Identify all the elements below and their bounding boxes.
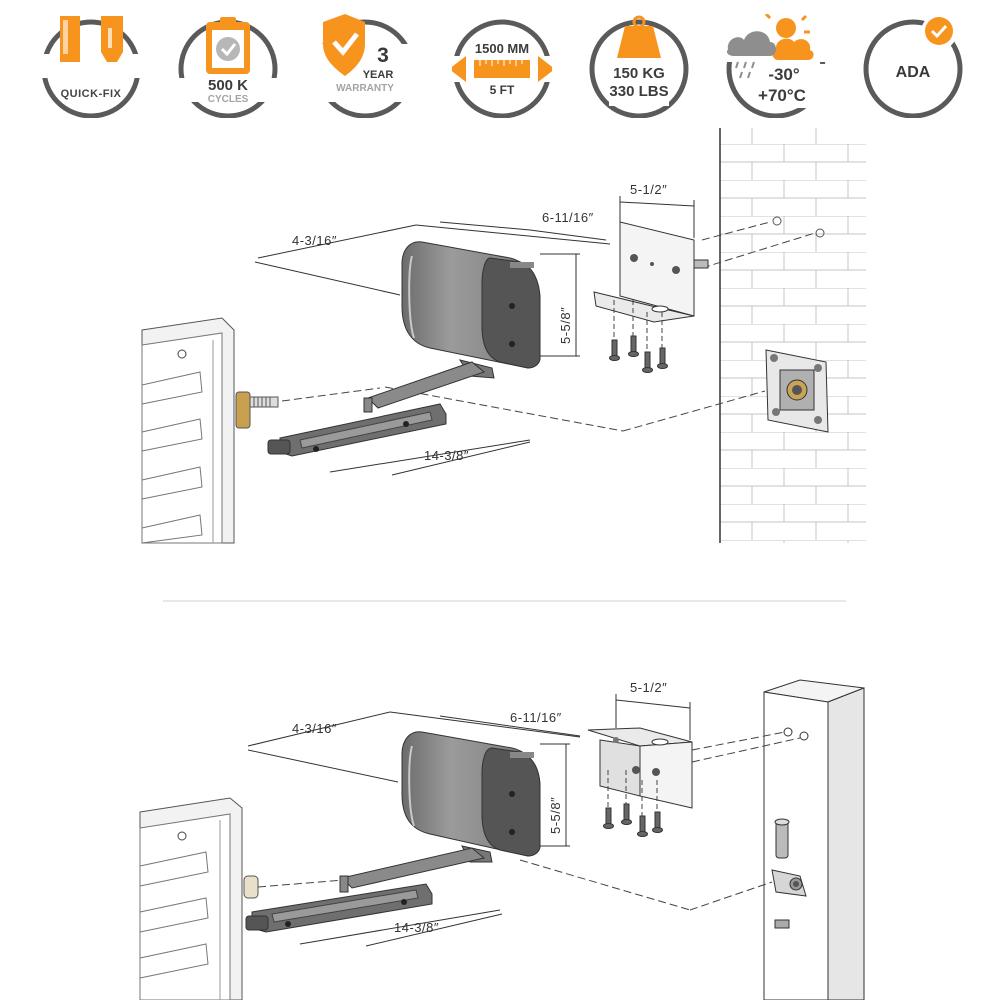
badge-temperature: -30° +70°C: [726, 14, 826, 118]
cycles-value: 500 K: [207, 77, 249, 94]
dim-arm-top: 14-3/8″: [424, 448, 469, 463]
mounting-bracket-bottom: [587, 727, 693, 809]
dim-depth-bottom: 6-11/16″: [510, 710, 562, 725]
dim-bracket-top: 5-1/2″: [630, 182, 667, 197]
warranty-year-word: YEAR: [362, 69, 394, 81]
dim-depth-top: 6-11/16″: [542, 210, 594, 225]
badge-warranty: 3 YEAR WARRANTY: [315, 14, 415, 118]
warranty-shield-icon: [315, 14, 415, 118]
hinge-bolt-icon: [235, 391, 251, 429]
warranty-years: 3: [377, 44, 389, 67]
quick-fix-label: QUICK-FIX: [60, 88, 122, 100]
dim-height-bottom: 5-5/8″: [548, 797, 563, 834]
cycles-icon: [178, 17, 278, 118]
badge-quick-fix: QUICK-FIX: [41, 14, 141, 118]
operator-arm: [267, 359, 495, 457]
dim-width-top: 4-3/16″: [292, 233, 337, 248]
weight-lbs: 330 LBS: [609, 83, 669, 100]
diagram-wall-mount: 4-3/16″ 6-11/16″ 5-5/8″ 5-1/2″ 14-3/8″: [141, 128, 866, 544]
ada-label: ADA: [895, 64, 931, 81]
operator-body-bottom: [401, 731, 541, 857]
cycles-label: CYCLES: [207, 94, 249, 105]
warranty-label: WARRANTY: [336, 83, 394, 94]
gate-leaf-bottom: [139, 797, 243, 1000]
gate-leaf: [141, 317, 235, 544]
ada-check-icon: [863, 14, 963, 118]
post-bracket-hardware: [771, 818, 807, 929]
dim-height-top: 5-5/8″: [558, 307, 573, 344]
diagram-post-mount: 4-3/16″ 6-11/16″ 5-5/8″ 5-1/2″ 14-3/8″: [139, 679, 865, 1000]
dim-bracket-bottom: 5-1/2″: [630, 680, 667, 695]
badge-weight: 150 KG 330 LBS: [589, 14, 689, 118]
bracket-screws: [609, 335, 668, 373]
badge-length: 1500 MM 5 FT: [452, 14, 552, 118]
brick-wall: [720, 128, 866, 543]
weather-icon: [726, 14, 826, 118]
wall-plate: [765, 349, 829, 433]
dim-width-bottom: 4-3/16″: [292, 721, 337, 736]
badge-cycles: 500 K CYCLES: [178, 14, 278, 118]
feature-badges: QUICK-FIX 500 K CYCLES 3 YEAR WARRANTY: [0, 0, 1000, 130]
length-metric: 1500 MM: [474, 41, 530, 56]
hinge-bolt-icon: [243, 875, 259, 899]
operator-arm-bottom: [245, 845, 493, 933]
mounting-bracket: [593, 221, 709, 323]
length-imperial: 5 FT: [489, 83, 515, 97]
quick-fix-icon: [41, 16, 141, 118]
bracket-screws-bottom: [603, 803, 663, 837]
temp-max: +70°C: [758, 86, 806, 105]
badge-ada: ADA: [863, 14, 963, 118]
weight-kg: 150 KG: [613, 65, 665, 82]
dim-arm-bottom: 14-3/8″: [394, 920, 439, 935]
temp-min: -30°: [768, 65, 800, 84]
operator-body: [401, 241, 541, 369]
weight-icon: [589, 15, 689, 118]
length-arrow-icon: [452, 19, 552, 118]
